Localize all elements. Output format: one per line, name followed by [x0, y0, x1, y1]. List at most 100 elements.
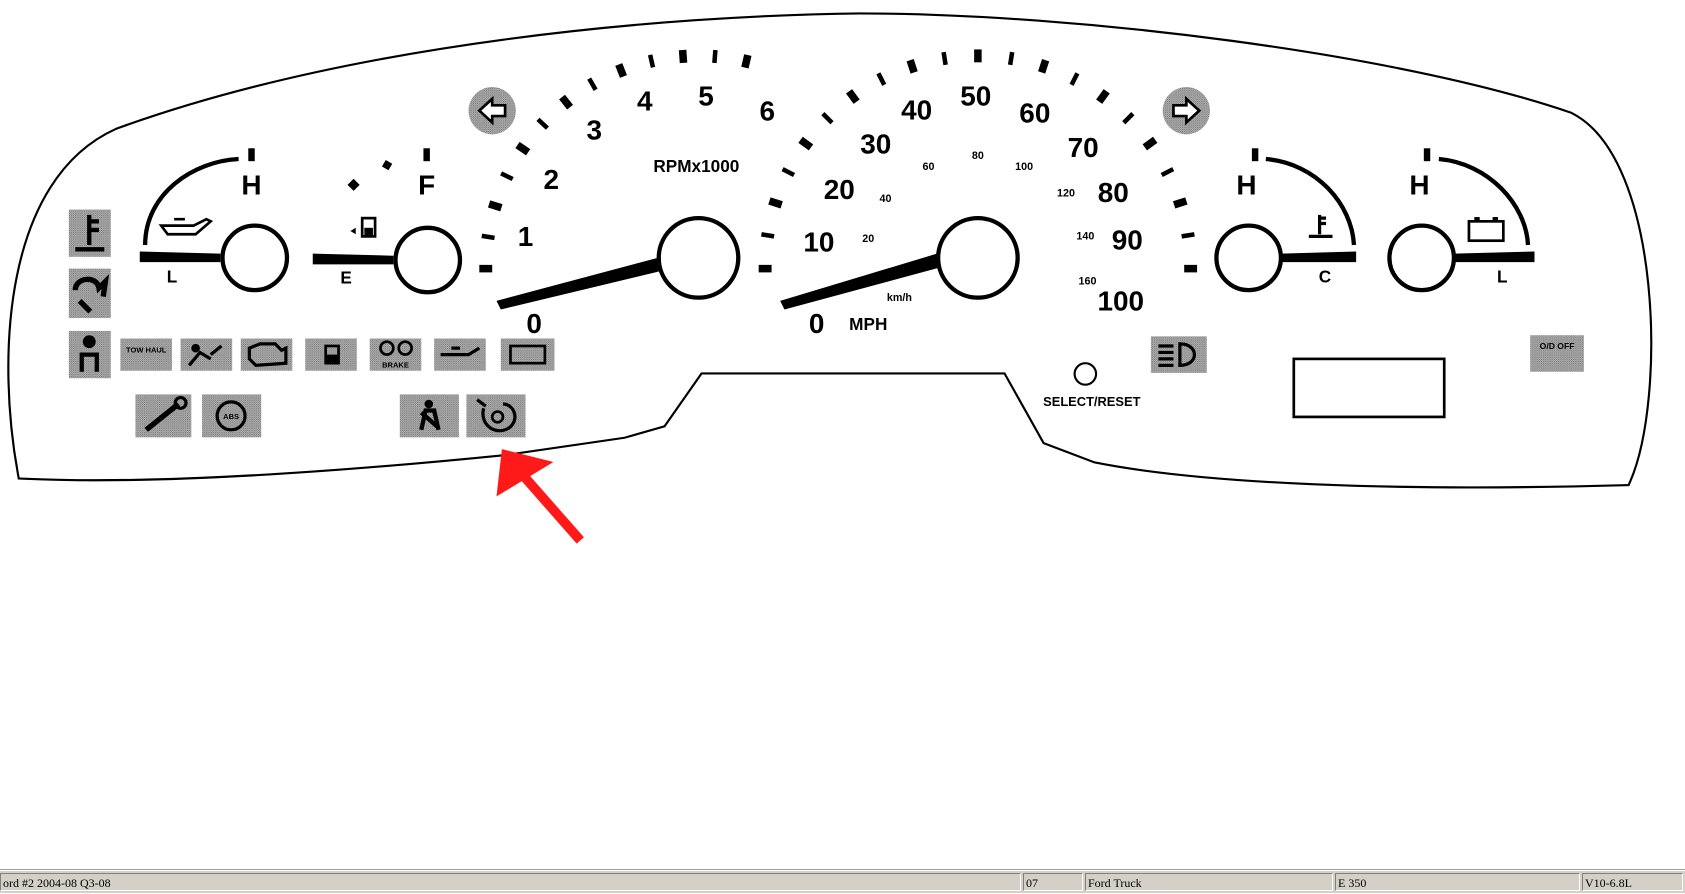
coolant-temp-icon	[1308, 214, 1333, 239]
low-fuel-icon	[305, 338, 357, 371]
fuel-gauge: F E	[312, 148, 463, 295]
od-off-label: O/D OFF	[1540, 341, 1575, 351]
tick-mark	[536, 117, 549, 130]
status-field-engine: V10-6.8L	[1582, 873, 1683, 891]
tick-mark	[615, 63, 627, 78]
battery-high-label: H	[1409, 169, 1429, 200]
seatbelt-passenger-icon	[68, 330, 111, 379]
kmh-unit-label: km/h	[887, 292, 912, 304]
tick-mark	[515, 141, 531, 156]
tick-mark	[876, 72, 887, 86]
mph-label: 70	[1068, 132, 1099, 163]
oil-low-label: L	[167, 267, 177, 287]
select-reset-button[interactable]	[1073, 362, 1098, 386]
tick-mark	[1181, 232, 1195, 239]
abs-label: ABS	[223, 412, 239, 421]
wrench-service-icon	[135, 394, 192, 438]
tach-label: 5	[698, 80, 714, 111]
tach-label: 2	[544, 164, 560, 195]
overdrive-off-icon: O/D OFF	[1530, 335, 1584, 372]
oil-pressure-gauge: H L	[139, 148, 290, 293]
speedo-hub	[935, 215, 1020, 300]
tick-mark	[741, 54, 752, 69]
gauge-ticks	[479, 49, 1198, 273]
tick-mark	[1142, 136, 1158, 151]
oil-warning-icon	[434, 338, 486, 371]
odometer-display	[1292, 357, 1446, 419]
mph-label: 80	[1098, 177, 1129, 208]
kmh-label: 120	[1057, 188, 1075, 200]
oil-can-icon	[158, 217, 214, 236]
tick-mark	[1038, 58, 1050, 74]
tow-haul-label: TOW HAUL	[126, 345, 167, 354]
tick-mark	[941, 51, 948, 66]
mph-label: 50	[960, 80, 991, 111]
status-field-model: E 350	[1335, 873, 1580, 891]
speedometer: MPH km/h 0 10 20 30 40 50 60 70 80 90 10…	[780, 80, 1145, 341]
tick-mark	[712, 49, 718, 64]
right-turn-signal-icon	[1162, 87, 1210, 135]
airbag-icon	[180, 338, 233, 371]
temp-high-label: H	[1236, 169, 1256, 200]
mph-label: 20	[824, 174, 855, 205]
status-bar: ord #2 2004-08 Q3-08 07 Ford Truck E 350…	[0, 870, 1685, 893]
tach-hub	[656, 215, 741, 300]
charging-system-icon	[500, 338, 555, 371]
tick-mark	[846, 89, 860, 104]
seatbelt-warning-icon	[399, 394, 459, 438]
kmh-label: 100	[1015, 161, 1033, 173]
kmh-label: 40	[880, 193, 892, 205]
coolant-warning-icon	[68, 209, 111, 257]
fuel-pump-icon	[350, 216, 377, 238]
tick-mark	[781, 167, 796, 177]
battery-voltage-gauge: H L	[1387, 148, 1535, 293]
temp-low-label: C	[1319, 267, 1331, 287]
tick-mark	[678, 49, 688, 64]
tick-mark	[1160, 167, 1175, 177]
mph-label: 90	[1112, 224, 1143, 255]
fuel-empty-label: E	[340, 268, 351, 288]
tachometer: RPMx1000 0 1 2 3 4 5 6	[496, 80, 776, 341]
traction-control-icon	[68, 268, 111, 319]
tick-mark	[768, 197, 783, 209]
left-turn-signal-icon	[468, 87, 516, 135]
battery-low-label: L	[1497, 267, 1508, 287]
kmh-label: 140	[1076, 231, 1094, 243]
brake-label: BRAKE	[382, 360, 409, 369]
oil-high-label: H	[241, 169, 261, 200]
mph-label: 10	[803, 226, 834, 257]
tick-mark	[1096, 89, 1110, 104]
tick-mark	[500, 171, 514, 182]
tach-label: 3	[587, 115, 603, 146]
mph-label: 40	[901, 94, 932, 125]
tick-mark	[1122, 112, 1135, 125]
speedo-needle	[780, 253, 944, 310]
tick-mark	[906, 58, 918, 74]
brake-warning-icon: BRAKE	[369, 338, 422, 371]
status-field-document: ord #2 2004-08 Q3-08	[0, 873, 1021, 891]
kmh-label: 160	[1079, 276, 1097, 288]
engine-temp-gauge: H C	[1214, 148, 1357, 293]
select-reset-label: SELECT/RESET	[1043, 394, 1140, 409]
tach-label: 6	[760, 95, 776, 126]
tow-haul-icon: TOW HAUL	[120, 338, 172, 371]
high-beam-icon	[1150, 336, 1207, 373]
tick-mark	[798, 136, 814, 151]
tach-label: 0	[526, 308, 542, 339]
kmh-label: 20	[862, 233, 874, 245]
mph-label: 0	[809, 308, 825, 339]
tach-label: 1	[518, 221, 534, 252]
tick-mark	[559, 94, 574, 110]
indicator-lamps: TOW HAUL BRAKE ABS O/D OFF	[68, 209, 1584, 438]
tach-label: 4	[637, 86, 653, 117]
red-annotation-arrow	[496, 449, 584, 544]
tach-unit-label: RPMx1000	[653, 156, 739, 176]
mph-label: 100	[1098, 286, 1145, 317]
tick-mark	[587, 77, 598, 91]
tick-mark	[1007, 51, 1015, 66]
battery-icon	[1467, 217, 1505, 243]
speedo-unit-label: MPH	[849, 314, 887, 334]
tick-mark	[487, 200, 503, 212]
mph-label: 30	[860, 129, 891, 160]
